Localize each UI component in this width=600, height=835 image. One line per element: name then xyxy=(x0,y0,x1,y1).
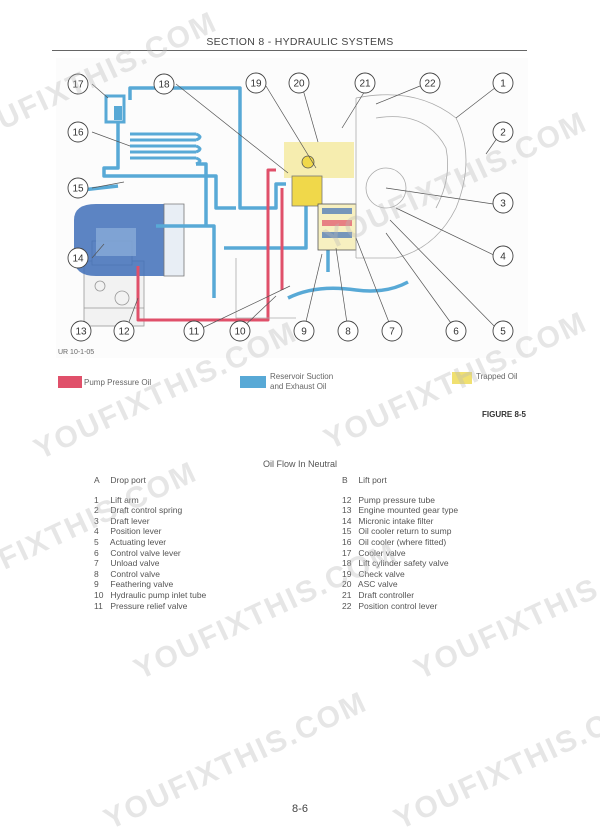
callout-9: 9 xyxy=(293,320,315,342)
figure-id-code: UR 10-1-05 xyxy=(58,349,94,356)
legend-label-reservoir-line2: and Exhaust Oil xyxy=(270,382,327,391)
svg-text:2: 2 xyxy=(500,128,506,139)
list-item: 3 Draft lever xyxy=(94,515,150,526)
callout-7: 7 xyxy=(381,320,403,342)
oil-legend: Pump Pressure Oil Reservoir Suction and … xyxy=(56,372,528,402)
figure-caption: FIGURE 8-5 xyxy=(482,410,527,419)
control-valve-block xyxy=(284,142,357,251)
list-item: 22 Position control lever xyxy=(342,600,438,611)
callout-18: 18 xyxy=(153,73,175,95)
list-item: 9 Feathering valve xyxy=(94,579,174,590)
callout-20: 20 xyxy=(288,72,310,94)
pump-pressure-lines xyxy=(136,168,284,322)
header-rule xyxy=(52,50,527,51)
svg-text:14: 14 xyxy=(72,254,84,265)
callout-2: 2 xyxy=(492,121,514,143)
list-item: 19 Check valve xyxy=(342,568,405,579)
legend-swatch-pressure xyxy=(58,376,82,388)
list-item: 18 Lift cylinder safety valve xyxy=(342,558,449,569)
list-item: 17 Cooler valve xyxy=(342,547,406,558)
callout-19: 19 xyxy=(245,72,267,94)
list-item: 2 Draft control spring xyxy=(94,505,183,516)
parts-list-right: B Lift port 12 Pump pressure tube 13 Eng… xyxy=(342,475,458,611)
callout-13: 13 xyxy=(70,320,92,342)
callout-21: 21 xyxy=(354,72,376,94)
callout-14: 14 xyxy=(67,247,89,269)
reservoir-lines xyxy=(81,86,409,300)
svg-text:22: 22 xyxy=(424,79,436,90)
svg-text:12: 12 xyxy=(118,327,130,338)
callout-11: 11 xyxy=(183,320,205,342)
svg-text:20: 20 xyxy=(293,79,305,90)
list-item: 15 Oil cooler return to sump xyxy=(342,526,452,537)
list-item: 10 Hydraulic pump inlet tube xyxy=(94,589,207,600)
svg-text:1: 1 xyxy=(500,79,506,90)
callout-10: 10 xyxy=(229,320,251,342)
list-item: 6 Control valve lever xyxy=(94,547,181,558)
list-item: 20 ASC valve xyxy=(342,579,398,590)
page-number: 8-6 xyxy=(292,803,308,815)
svg-text:13: 13 xyxy=(75,327,87,338)
list-item: 14 Micronic intake filter xyxy=(342,515,434,526)
callout-4: 4 xyxy=(492,245,514,267)
callout-16: 16 xyxy=(67,121,89,143)
legend-swatch-reservoir xyxy=(240,376,266,388)
list-item: 8 Control valve xyxy=(94,568,160,579)
page-header: SECTION 8 - HYDRAULIC SYSTEMS xyxy=(206,36,394,48)
callout-15: 15 xyxy=(67,177,89,199)
legend-label-trapped: Trapped Oil xyxy=(476,372,518,381)
svg-text:10: 10 xyxy=(234,327,246,338)
list-item: 13 Engine mounted gear type xyxy=(342,505,459,516)
legend-swatch-trapped xyxy=(452,372,472,384)
callout-5: 5 xyxy=(492,320,514,342)
callout-8: 8 xyxy=(337,320,359,342)
list-item: 21 Draft controller xyxy=(342,589,415,600)
leader-lines xyxy=(91,83,501,333)
svg-text:7: 7 xyxy=(389,327,395,338)
callout-1: 1 xyxy=(492,72,514,94)
svg-text:19: 19 xyxy=(250,79,262,90)
oil-cooler-coil xyxy=(130,132,202,166)
port-a: A Drop port xyxy=(94,475,146,485)
svg-text:18: 18 xyxy=(158,80,170,91)
cooler-valve xyxy=(104,94,126,124)
intake-filter xyxy=(74,203,185,277)
hydraulic-diagram: 17 18 19 20 21 22 1 16 2 15 3 14 4 13 12… xyxy=(56,58,528,358)
list-item: 4 Position lever xyxy=(94,526,162,537)
svg-text:17: 17 xyxy=(72,80,84,91)
svg-text:4: 4 xyxy=(500,252,506,263)
svg-text:6: 6 xyxy=(453,327,459,338)
list-item: 16 Oil cooler (where fitted) xyxy=(342,536,447,547)
callout-12: 12 xyxy=(113,320,135,342)
svg-text:9: 9 xyxy=(301,327,307,338)
parts-list-title: Oil Flow In Neutral xyxy=(262,459,338,469)
svg-text:5: 5 xyxy=(500,327,506,338)
svg-text:3: 3 xyxy=(500,199,506,210)
callout-3: 3 xyxy=(492,192,514,214)
list-item: 5 Actuating lever xyxy=(94,536,167,547)
svg-text:8: 8 xyxy=(345,327,351,338)
port-b: B Lift port xyxy=(342,475,387,485)
list-item: 11 Pressure relief valve xyxy=(94,600,188,611)
svg-text:16: 16 xyxy=(72,128,84,139)
callout-17: 17 xyxy=(67,73,89,95)
list-item: 7 Unload valve xyxy=(94,558,160,569)
legend-label-reservoir: Reservoir Suction and Exhaust Oil xyxy=(270,372,333,392)
callout-6: 6 xyxy=(445,320,467,342)
callout-22: 22 xyxy=(419,72,441,94)
list-item: 1 Lift arm xyxy=(94,494,139,505)
lift-housing xyxy=(235,94,467,319)
legend-label-pressure: Pump Pressure Oil xyxy=(84,378,152,387)
list-item: 12 Pump pressure tube xyxy=(342,494,435,505)
parts-list-left: A Drop port 1 Lift arm 2 Draft control s… xyxy=(94,475,206,611)
legend-label-reservoir-line1: Reservoir Suction xyxy=(270,372,334,381)
svg-text:21: 21 xyxy=(359,79,371,90)
svg-text:15: 15 xyxy=(72,184,84,195)
svg-text:11: 11 xyxy=(189,327,200,338)
